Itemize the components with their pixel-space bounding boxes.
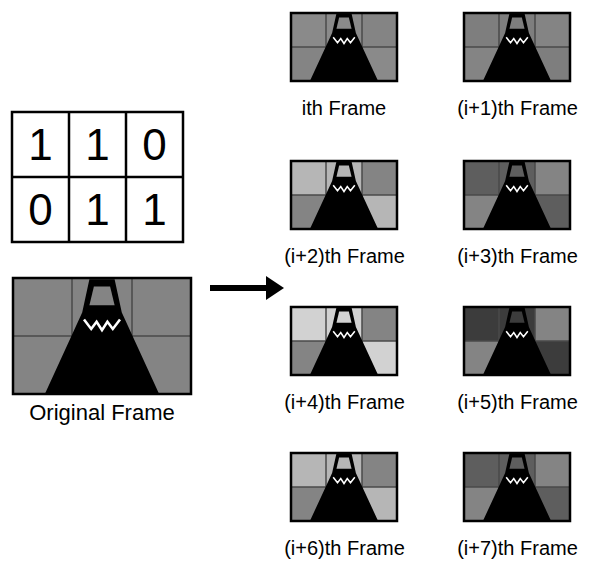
frame-cell xyxy=(290,12,326,47)
bit-value: 1 xyxy=(12,112,69,177)
frame-cell xyxy=(362,306,398,341)
frame-picture xyxy=(290,452,398,522)
mountain-crater xyxy=(336,18,351,29)
frame-cell xyxy=(362,160,398,195)
mountain-snow xyxy=(506,477,528,483)
video-frame: (i+5)th Frame xyxy=(455,306,580,414)
mountain xyxy=(482,161,551,230)
mountain-snow xyxy=(333,185,355,191)
frame-picture xyxy=(463,12,571,82)
mountain-crater xyxy=(336,166,351,177)
frame-picture xyxy=(290,306,398,376)
frame-cell xyxy=(132,277,192,336)
frame-border xyxy=(464,307,570,375)
mountain xyxy=(309,307,378,376)
bit-value: 0 xyxy=(12,177,69,242)
frame-cell xyxy=(362,452,398,487)
mountain-snow xyxy=(333,37,355,43)
video-frame: (i+7)th Frame xyxy=(455,452,580,560)
arrow-shaft xyxy=(210,285,268,291)
bit-value: 1 xyxy=(69,112,126,177)
frame-caption: (i+4)th Frame xyxy=(282,390,407,414)
frame-cell xyxy=(535,452,571,487)
mountain xyxy=(482,13,551,82)
mountain-snow xyxy=(506,331,528,337)
mountain-snow xyxy=(84,319,120,330)
bit-table xyxy=(12,112,183,242)
frame-border xyxy=(13,278,191,394)
frame-cell xyxy=(290,452,326,487)
frame-cell xyxy=(290,306,326,341)
mountain-crater xyxy=(509,312,524,323)
frame-picture xyxy=(463,306,571,376)
video-frame: ith Frame xyxy=(290,12,398,120)
video-frame: (i+3)th Frame xyxy=(455,160,580,268)
frame-cell xyxy=(463,452,499,487)
mountain xyxy=(309,13,378,82)
frame-cell xyxy=(362,12,398,47)
frame-caption: (i+6)th Frame xyxy=(282,536,407,560)
frame-caption: Original Frame xyxy=(12,401,192,425)
frame-caption: ith Frame xyxy=(290,96,398,120)
frame-picture xyxy=(463,452,571,522)
video-frame: (i+1)th Frame xyxy=(455,12,580,120)
mountain-crater xyxy=(509,458,524,469)
frame-caption: (i+2)th Frame xyxy=(282,244,407,268)
frame-border xyxy=(464,13,570,81)
arrow-head xyxy=(266,276,284,300)
frame-cell xyxy=(535,160,571,195)
frame-border xyxy=(291,161,397,229)
frame-caption: (i+1)th Frame xyxy=(455,96,580,120)
frame-cell xyxy=(463,306,499,341)
mountain-crater xyxy=(89,286,114,305)
arrow xyxy=(210,276,284,300)
mountain-crater xyxy=(336,312,351,323)
frame-caption: (i+3)th Frame xyxy=(455,244,580,268)
frame-border xyxy=(464,453,570,521)
video-frame: Original Frame xyxy=(12,277,192,425)
mountain-snow xyxy=(333,331,355,337)
frame-border xyxy=(291,13,397,81)
table-border xyxy=(12,112,183,242)
frame-cell xyxy=(12,277,72,336)
mountain-crater xyxy=(336,458,351,469)
mountain-crater xyxy=(509,18,524,29)
frame-picture xyxy=(290,160,398,230)
frame-border xyxy=(464,161,570,229)
mountain-snow xyxy=(333,477,355,483)
mountain-snow xyxy=(506,37,528,43)
frame-border xyxy=(291,453,397,521)
frame-picture xyxy=(12,277,192,395)
frame-caption: (i+7)th Frame xyxy=(455,536,580,560)
frame-cell xyxy=(463,160,499,195)
frame-cell xyxy=(463,12,499,47)
mountain xyxy=(309,161,378,230)
video-frame: (i+2)th Frame xyxy=(282,160,407,268)
bit-value: 0 xyxy=(126,112,183,177)
mountain xyxy=(44,279,159,395)
video-frame: (i+6)th Frame xyxy=(282,452,407,560)
mountain-crater xyxy=(509,166,524,177)
table-line xyxy=(12,176,183,179)
frame-cell xyxy=(290,160,326,195)
bit-value: 1 xyxy=(69,177,126,242)
frame-cell xyxy=(535,306,571,341)
frame-border xyxy=(291,307,397,375)
frame-caption: (i+5)th Frame xyxy=(455,390,580,414)
frame-cell xyxy=(535,12,571,47)
mountain xyxy=(309,453,378,522)
bit-value: 1 xyxy=(126,177,183,242)
mountain xyxy=(482,453,551,522)
mountain-snow xyxy=(506,185,528,191)
mountain xyxy=(482,307,551,376)
frame-picture xyxy=(463,160,571,230)
frame-picture xyxy=(290,12,398,82)
video-frame: (i+4)th Frame xyxy=(282,306,407,414)
